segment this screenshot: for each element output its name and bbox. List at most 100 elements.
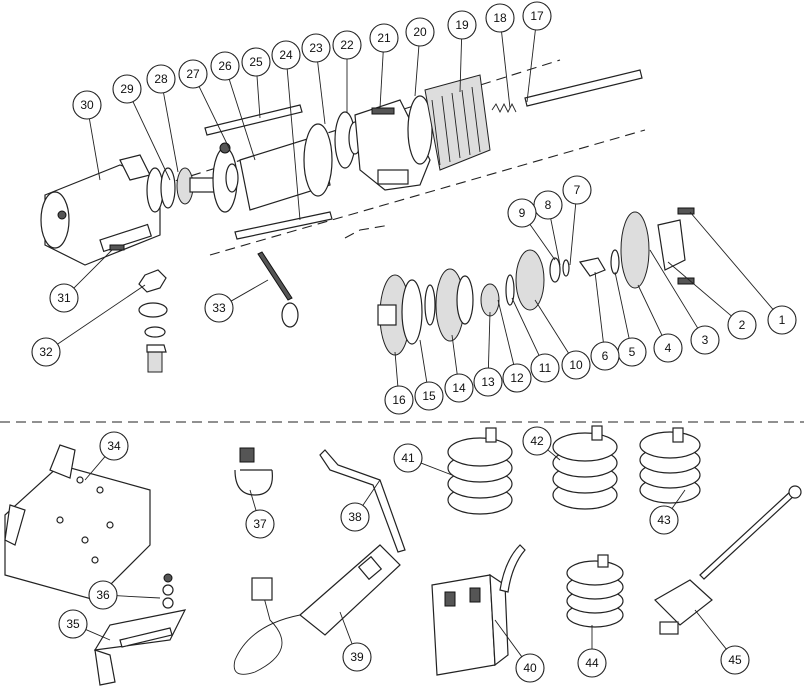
callout-number: 4	[665, 341, 672, 355]
solenoid	[431, 544, 526, 676]
callout-leader-line	[73, 249, 113, 289]
callout-circle	[522, 426, 552, 456]
callout-number: 33	[212, 301, 226, 315]
callout-leader-line	[414, 45, 420, 97]
callout-17: 17	[522, 1, 552, 103]
callout-leader-line	[286, 68, 301, 221]
callout-leader-line	[230, 279, 269, 302]
mounting-plate	[4, 444, 151, 601]
callout-circle	[649, 505, 679, 535]
callout-leader-line	[198, 86, 231, 151]
callout-number: 38	[348, 510, 362, 524]
callout-leader-line	[339, 611, 353, 645]
callout-circle	[720, 645, 750, 675]
callout-number: 28	[154, 72, 168, 86]
callout-42: 42	[522, 426, 561, 461]
callout-circle	[210, 51, 240, 81]
callout-leader-line	[526, 29, 536, 103]
callout-30: 30	[72, 90, 102, 181]
callout-number: 27	[186, 67, 200, 81]
callout-number: 20	[413, 25, 427, 39]
callout-circle	[49, 283, 79, 313]
callout-32: 32	[31, 284, 146, 367]
callout-number: 17	[530, 9, 544, 23]
bolt-31	[109, 244, 125, 251]
callout-44: 44	[577, 625, 607, 678]
callout-number: 24	[279, 48, 293, 62]
hardware-36	[162, 573, 174, 609]
callout-leader-line	[494, 619, 523, 657]
hose	[319, 449, 406, 553]
callout-leader-line	[228, 79, 256, 161]
callout-circle	[561, 350, 591, 380]
callout-43: 43	[649, 489, 686, 535]
callout-number: 13	[481, 375, 495, 389]
callout-leader-line	[163, 92, 179, 173]
callout-leader-line	[550, 218, 561, 266]
callout-leader-line	[451, 334, 458, 375]
callout-circle	[58, 609, 88, 639]
callout-15: 15	[414, 339, 444, 411]
callout-number: 30	[80, 98, 94, 112]
callout-circle	[31, 337, 61, 367]
callout-number: 9	[519, 206, 526, 220]
callout-2: 2	[667, 261, 757, 340]
callout-leader-line	[497, 299, 515, 365]
callout-7: 7	[562, 175, 592, 266]
callout-layer: 1234567891011121314151617181920212223242…	[31, 1, 797, 683]
callout-circle	[530, 353, 560, 383]
callout-circle	[301, 33, 331, 63]
cable-coil-43	[639, 427, 701, 504]
callout-circle	[340, 502, 370, 532]
callout-number: 3	[702, 333, 709, 347]
callout-circle	[473, 367, 503, 397]
callout-9: 9	[507, 198, 556, 261]
callout-leader-line	[694, 609, 727, 650]
callout-leader-line	[84, 456, 106, 481]
cable-coil-41	[447, 427, 513, 515]
callout-31: 31	[49, 249, 113, 313]
callout-number: 14	[452, 381, 466, 395]
callout-leader-line	[501, 31, 511, 109]
callout-34: 34	[84, 431, 129, 481]
callout-leader-line	[689, 211, 774, 310]
callout-1: 1	[689, 211, 797, 335]
callout-leader-line	[459, 38, 463, 93]
cable-with-switch	[654, 485, 802, 635]
callout-circle	[653, 333, 683, 363]
hook	[234, 447, 273, 496]
callout-13: 13	[473, 311, 503, 397]
callout-circle	[342, 642, 372, 672]
callout-27: 27	[178, 59, 231, 151]
gear-train	[377, 207, 695, 356]
callout-circle	[522, 1, 552, 31]
callout-leader-line	[671, 489, 686, 509]
callout-24: 24	[271, 40, 301, 221]
callout-circle	[332, 30, 362, 60]
callout-circle	[515, 653, 545, 683]
hardware-stack	[138, 269, 168, 373]
callout-23: 23	[301, 33, 331, 125]
motor	[40, 154, 161, 266]
callout-41: 41	[393, 443, 453, 476]
callout-circle	[507, 198, 537, 228]
callout-leader-line	[569, 203, 577, 266]
callout-leader-line	[614, 271, 630, 339]
callout-circle	[271, 40, 301, 70]
callout-29: 29	[112, 74, 171, 181]
callout-39: 39	[339, 611, 372, 672]
callout-number: 8	[545, 198, 552, 212]
callout-circle	[146, 64, 176, 94]
callout-leader-line	[547, 449, 561, 461]
callout-5: 5	[614, 271, 647, 367]
cable-assembly	[257, 251, 299, 328]
end-plate-23	[303, 111, 362, 197]
gearbox-cover	[424, 74, 491, 171]
callout-leader-line	[420, 462, 453, 476]
accessories-drawing	[4, 425, 802, 686]
callout-circle	[414, 381, 444, 411]
remote-control	[233, 544, 401, 675]
callout-circle	[384, 385, 414, 415]
callout-number: 19	[455, 18, 469, 32]
